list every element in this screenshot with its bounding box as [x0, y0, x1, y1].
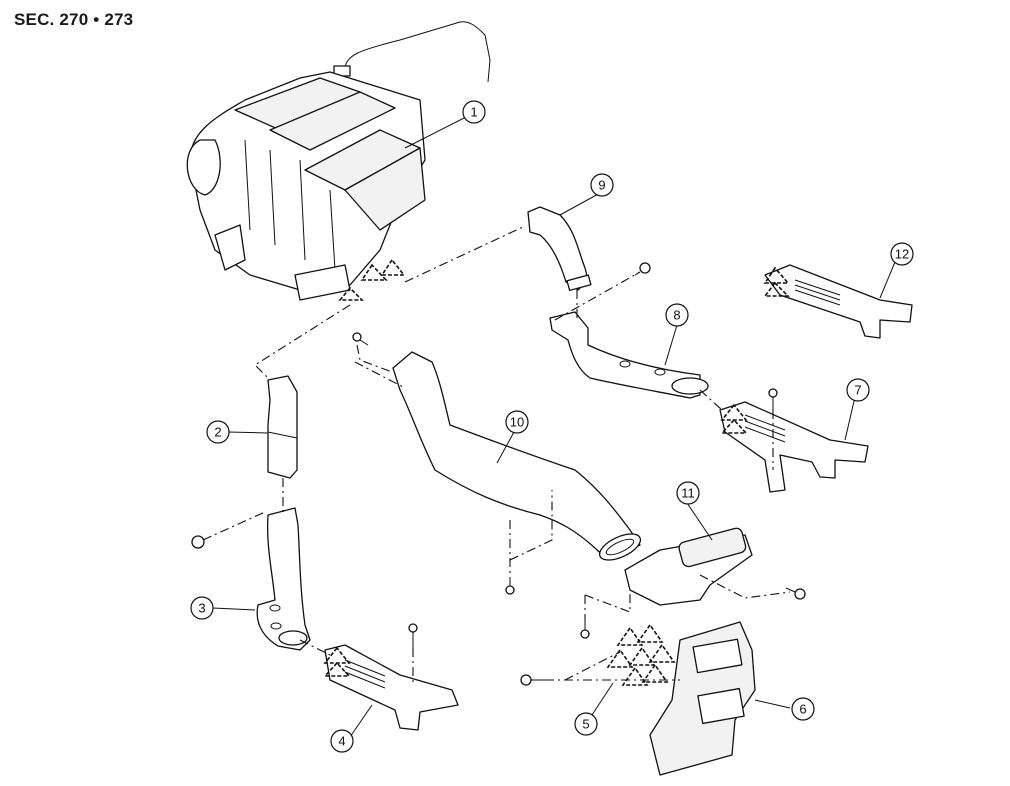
duct-part-9[interactable] — [527, 206, 592, 292]
duct-part-12[interactable] — [763, 264, 913, 339]
duct-part-4[interactable] — [323, 644, 459, 731]
screw-11 — [785, 587, 806, 600]
duct-part-3[interactable] — [256, 507, 311, 651]
callout-4[interactable]: 4 — [330, 729, 354, 753]
svg-text:8: 8 — [673, 308, 680, 323]
screw-5 — [520, 674, 545, 686]
svg-text:11: 11 — [681, 486, 695, 501]
callout-12[interactable]: 12 — [890, 242, 914, 266]
assembly-lines — [202, 225, 791, 686]
duct-part-2[interactable] — [267, 375, 298, 479]
svg-text:5: 5 — [582, 717, 589, 732]
callout-3[interactable]: 3 — [190, 596, 214, 620]
screw-4 — [408, 623, 418, 648]
clips-part-5[interactable] — [606, 623, 676, 686]
callout-7[interactable]: 7 — [846, 378, 870, 402]
svg-text:4: 4 — [338, 734, 345, 749]
duct-part-7[interactable] — [719, 401, 869, 493]
screw-11-bottom — [580, 622, 590, 639]
heater-cooling-unit[interactable] — [186, 21, 491, 301]
grille-cover-part-6[interactable] — [649, 621, 756, 776]
screw-10-top — [352, 332, 369, 346]
pin-clip-3 — [191, 535, 205, 549]
duct-part-8[interactable] — [549, 311, 709, 399]
svg-text:3: 3 — [198, 601, 205, 616]
svg-text:12: 12 — [895, 247, 909, 262]
svg-text:9: 9 — [598, 178, 605, 193]
callout-8[interactable]: 8 — [665, 303, 689, 327]
section-label: SEC. 270 • 273 — [14, 10, 134, 29]
callout-5[interactable]: 5 — [574, 712, 598, 736]
callout-6[interactable]: 6 — [791, 697, 815, 721]
svg-text:2: 2 — [214, 425, 221, 440]
callout-11[interactable]: 11 — [676, 481, 700, 505]
pin-clip-9-8 — [634, 262, 651, 276]
screw-7 — [768, 388, 778, 410]
svg-text:10: 10 — [510, 415, 524, 430]
svg-text:7: 7 — [854, 383, 861, 398]
svg-text:6: 6 — [799, 702, 806, 717]
callout-2[interactable]: 2 — [206, 420, 230, 444]
callout-1[interactable]: 1 — [462, 100, 486, 124]
screw-10-bottom — [505, 578, 515, 595]
svg-text:1: 1 — [470, 105, 477, 120]
callout-9[interactable]: 9 — [590, 173, 614, 197]
callout-10[interactable]: 10 — [505, 410, 529, 434]
duct-part-11[interactable] — [624, 527, 753, 606]
duct-part-10[interactable] — [392, 351, 644, 565]
fasteners — [191, 262, 806, 686]
